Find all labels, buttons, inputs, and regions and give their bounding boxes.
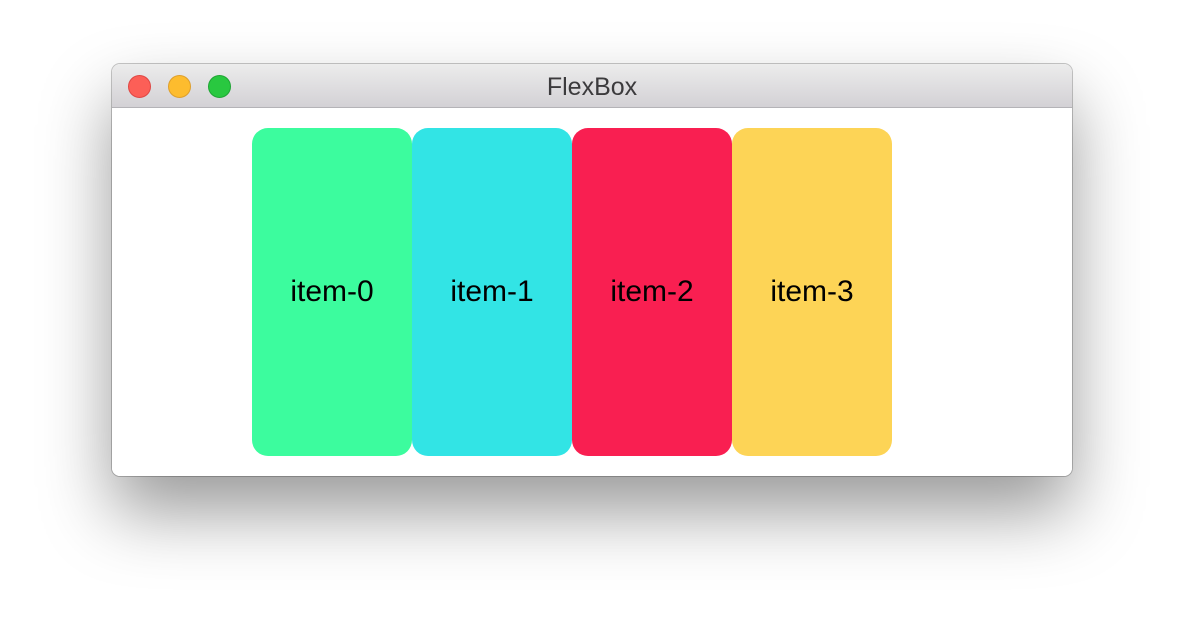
flex-item-2: item-2 bbox=[572, 128, 732, 456]
window-title: FlexBox bbox=[546, 73, 638, 101]
flex-item-1: item-1 bbox=[412, 128, 572, 456]
flex-item-0-label: item-0 bbox=[290, 275, 374, 308]
window-content: item-0 item-1 item-2 item-3 bbox=[112, 108, 1072, 476]
zoom-window-button[interactable] bbox=[208, 75, 231, 98]
flex-item-2-label: item-2 bbox=[610, 275, 694, 308]
flex-container: item-0 item-1 item-2 item-3 bbox=[252, 128, 892, 456]
title-bar[interactable]: FlexBox bbox=[112, 64, 1072, 108]
flex-item-1-label: item-1 bbox=[450, 275, 534, 308]
flex-item-3: item-3 bbox=[732, 128, 892, 456]
minimize-window-button[interactable] bbox=[168, 75, 191, 98]
close-window-button[interactable] bbox=[128, 75, 151, 98]
app-window: FlexBox item-0 item-1 item-2 item-3 bbox=[112, 64, 1072, 476]
flex-item-3-label: item-3 bbox=[770, 275, 854, 308]
flex-item-0: item-0 bbox=[252, 128, 412, 456]
